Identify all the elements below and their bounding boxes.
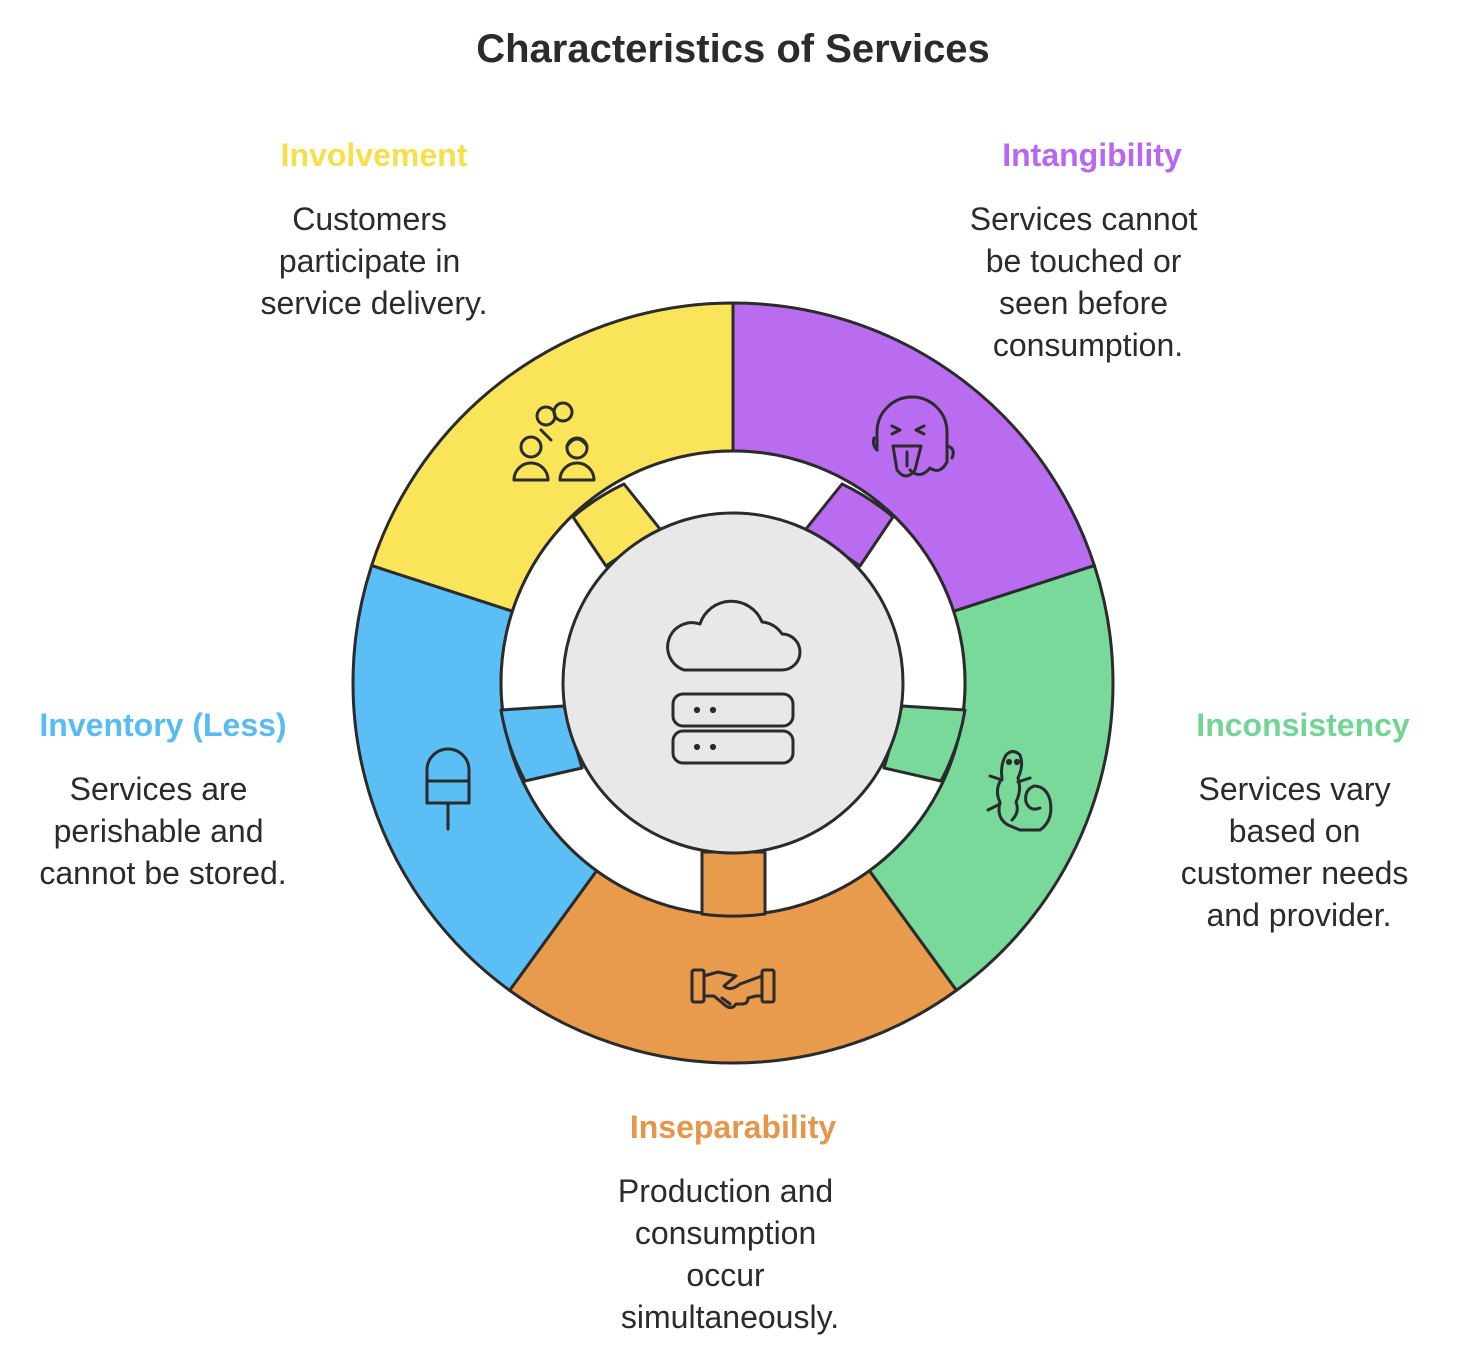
- handshake-icon: [690, 968, 776, 1010]
- heading-inseparability: Inseparability: [630, 1109, 837, 1145]
- description-line: consumption: [635, 1215, 816, 1251]
- description-line: seen before: [999, 285, 1168, 321]
- description-line: service delivery.: [260, 285, 487, 321]
- description-line: cannot be stored.: [39, 855, 286, 891]
- heading-inventory: Inventory (Less): [39, 707, 286, 743]
- description-line: customer needs: [1181, 855, 1409, 891]
- heading-inconsistency: Inconsistency: [1196, 707, 1410, 743]
- description-inseparability: Production and consumption occur simulta…: [618, 1173, 842, 1335]
- center-hub: [561, 511, 905, 855]
- description-line: Services are: [70, 771, 248, 807]
- lizard-icon: [986, 750, 1053, 832]
- description-line: Customers: [292, 201, 447, 237]
- description-inconsistency: Services vary based on customer needs an…: [1181, 771, 1418, 933]
- description-line: Production and: [618, 1173, 833, 1209]
- description-inventory: Services are perishable and cannot be st…: [39, 771, 286, 891]
- description-involvement: Customers participate in service deliver…: [260, 201, 487, 321]
- description-line: consumption.: [993, 327, 1183, 363]
- description-line: participate in: [279, 243, 460, 279]
- description-line: simultaneously.: [621, 1299, 839, 1335]
- people-collaboration-icon: [512, 401, 596, 482]
- cloud-server-icon: [666, 599, 802, 765]
- connectors: [499, 482, 967, 918]
- connector-inseparability: [700, 850, 767, 918]
- description-line: be touched or: [986, 243, 1182, 279]
- heading-involvement: Involvement: [281, 137, 468, 173]
- description-line: perishable and: [54, 813, 264, 849]
- heading-intangibility: Intangibility: [1002, 137, 1182, 173]
- diagram-title: Characteristics of Services: [476, 27, 990, 71]
- description-line: Services vary: [1199, 771, 1391, 807]
- ice-cream-pop-icon: [425, 747, 471, 831]
- description-line: Services cannot: [970, 201, 1198, 237]
- ghost-icon: [871, 395, 955, 478]
- description-intangibility: Services cannot be touched or seen befor…: [970, 201, 1207, 363]
- description-line: based on: [1229, 813, 1361, 849]
- description-line: and provider.: [1206, 897, 1391, 933]
- description-line: occur: [686, 1257, 765, 1293]
